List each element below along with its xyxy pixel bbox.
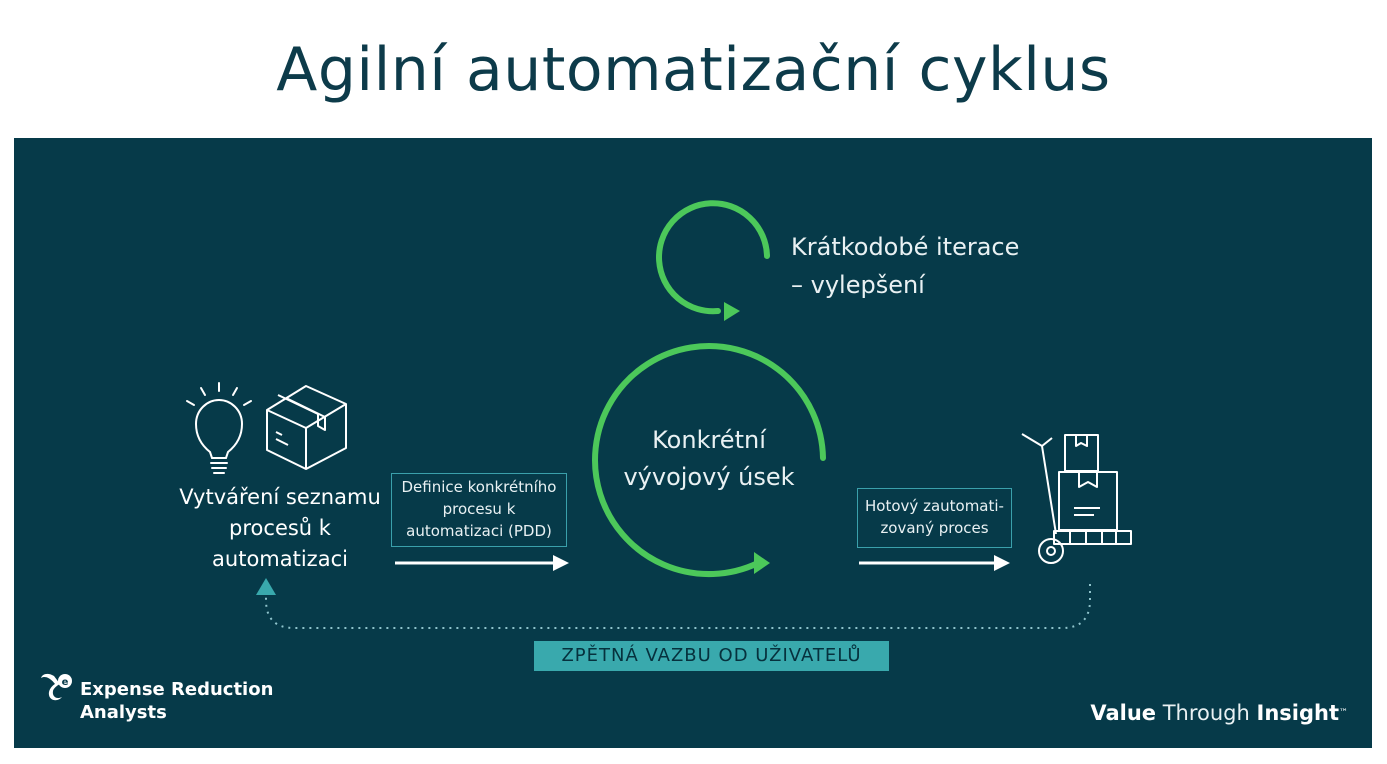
iteration-cycle-arrow <box>656 200 770 321</box>
arrow-to-done <box>859 555 1010 571</box>
tagline-trademark: ™ <box>1339 708 1348 718</box>
iter-line2: – vylepšení <box>791 271 925 299</box>
company-logo-text: Expense Reduction Analysts <box>80 678 273 724</box>
dev-line2: vývojový úsek <box>623 463 795 491</box>
step-development-sprint: Konkrétní vývojový úsek <box>594 422 824 496</box>
define-line3: automatizaci (PDD) <box>406 522 552 540</box>
done-line2: zovaný proces <box>880 519 989 537</box>
define-line1: Definice konkrétního <box>401 478 557 496</box>
tagline-insight: Insight <box>1256 701 1339 725</box>
hand-truck-icon <box>1021 433 1132 564</box>
dev-line1: Konkrétní <box>652 426 766 454</box>
step-define-process-box: Definice konkrétního procesu k automatiz… <box>391 473 567 547</box>
iter-line1: Krátkodobé iterace <box>791 233 1020 261</box>
feedback-loop-line <box>256 578 1091 629</box>
feedback-label: ZPĚTNÁ VAZBU OD UŽIVATELŮ <box>534 641 889 671</box>
step-create-list: Vytváření seznamu procesů k automatizaci <box>164 482 396 575</box>
diagram-panel: Vytváření seznamu procesů k automatizaci… <box>14 138 1372 748</box>
step-create-list-line1: Vytváření seznamu <box>179 485 381 509</box>
slide-title: Agilní automatizační cyklus <box>276 35 1111 105</box>
development-cycle-arrow <box>592 343 826 578</box>
tagline-value: Value <box>1090 701 1157 725</box>
define-line2: procesu k <box>442 500 516 518</box>
svg-text:e: e <box>62 677 69 688</box>
diagram-artwork <box>186 200 1132 629</box>
logo-line2: Analysts <box>80 702 167 723</box>
box-icon <box>266 385 347 470</box>
step-create-list-line3: automatizaci <box>212 547 348 571</box>
step-done-process-box: Hotový zautomati- zovaný proces <box>857 488 1012 548</box>
lightbulb-icon <box>186 382 252 474</box>
arrow-to-development <box>395 555 569 571</box>
tagline: Value Through Insight™ <box>1090 700 1348 726</box>
step-create-list-line2: procesů k <box>229 516 331 540</box>
era-logo-icon: e <box>41 673 72 701</box>
done-line1: Hotový zautomati- <box>865 497 1004 515</box>
tagline-through: Through <box>1162 701 1250 725</box>
logo-line1: Expense Reduction <box>80 679 274 700</box>
short-iterations-label: Krátkodobé iterace – vylepšení <box>791 228 1071 304</box>
